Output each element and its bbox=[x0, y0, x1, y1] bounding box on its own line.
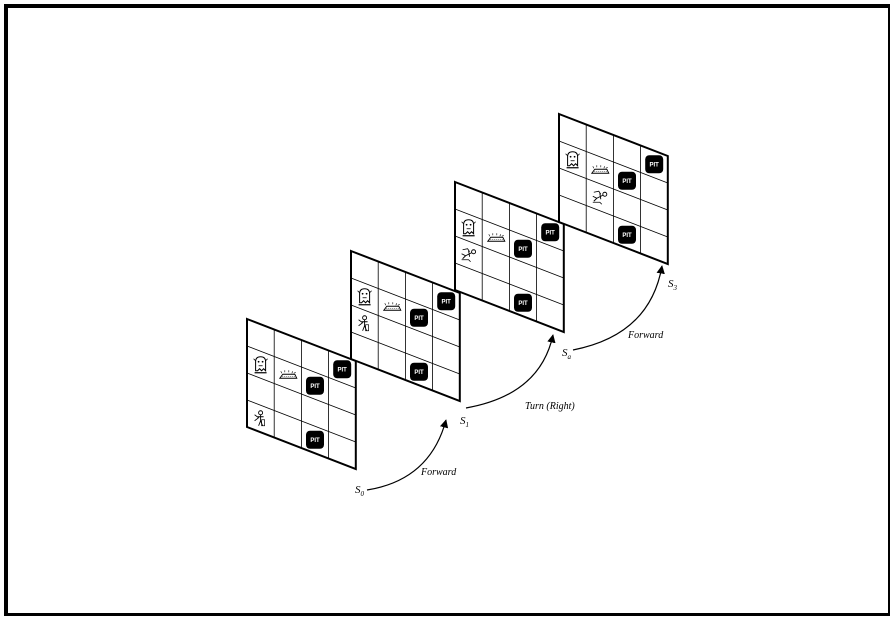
pit-label: PIT bbox=[518, 301, 528, 307]
board-s3: PIT PIT PIT bbox=[559, 114, 668, 264]
state-label-s0: S0 bbox=[355, 484, 365, 498]
board-s2: PIT PIT PIT bbox=[455, 182, 564, 332]
pit-label: PIT bbox=[650, 162, 660, 168]
action-label-turn-right: Turn (Right) bbox=[525, 401, 575, 412]
pit-label: PIT bbox=[310, 384, 320, 390]
action-label-forward-1: Forward bbox=[420, 467, 457, 478]
pit-label: PIT bbox=[414, 370, 424, 376]
pit-label: PIT bbox=[518, 247, 528, 253]
state-label-s3: S3 bbox=[668, 278, 678, 292]
action-label-forward-2: Forward bbox=[627, 330, 664, 341]
pit-label: PIT bbox=[414, 316, 424, 322]
arrow-turn-right bbox=[466, 335, 553, 408]
arrow-forward-1 bbox=[367, 420, 446, 490]
state-label-s1: S1 bbox=[460, 415, 469, 429]
pit-label: PIT bbox=[546, 230, 556, 236]
pit-label: PIT bbox=[622, 233, 632, 239]
pit-label: PIT bbox=[622, 179, 632, 185]
state-label-s2: Sa bbox=[562, 347, 572, 361]
board-s1: PIT PIT PIT bbox=[351, 251, 460, 401]
board-s0: PIT PIT PIT bbox=[247, 319, 356, 469]
pit-label: PIT bbox=[442, 299, 452, 305]
pit-label: PIT bbox=[338, 367, 348, 373]
pit-label: PIT bbox=[310, 438, 320, 444]
